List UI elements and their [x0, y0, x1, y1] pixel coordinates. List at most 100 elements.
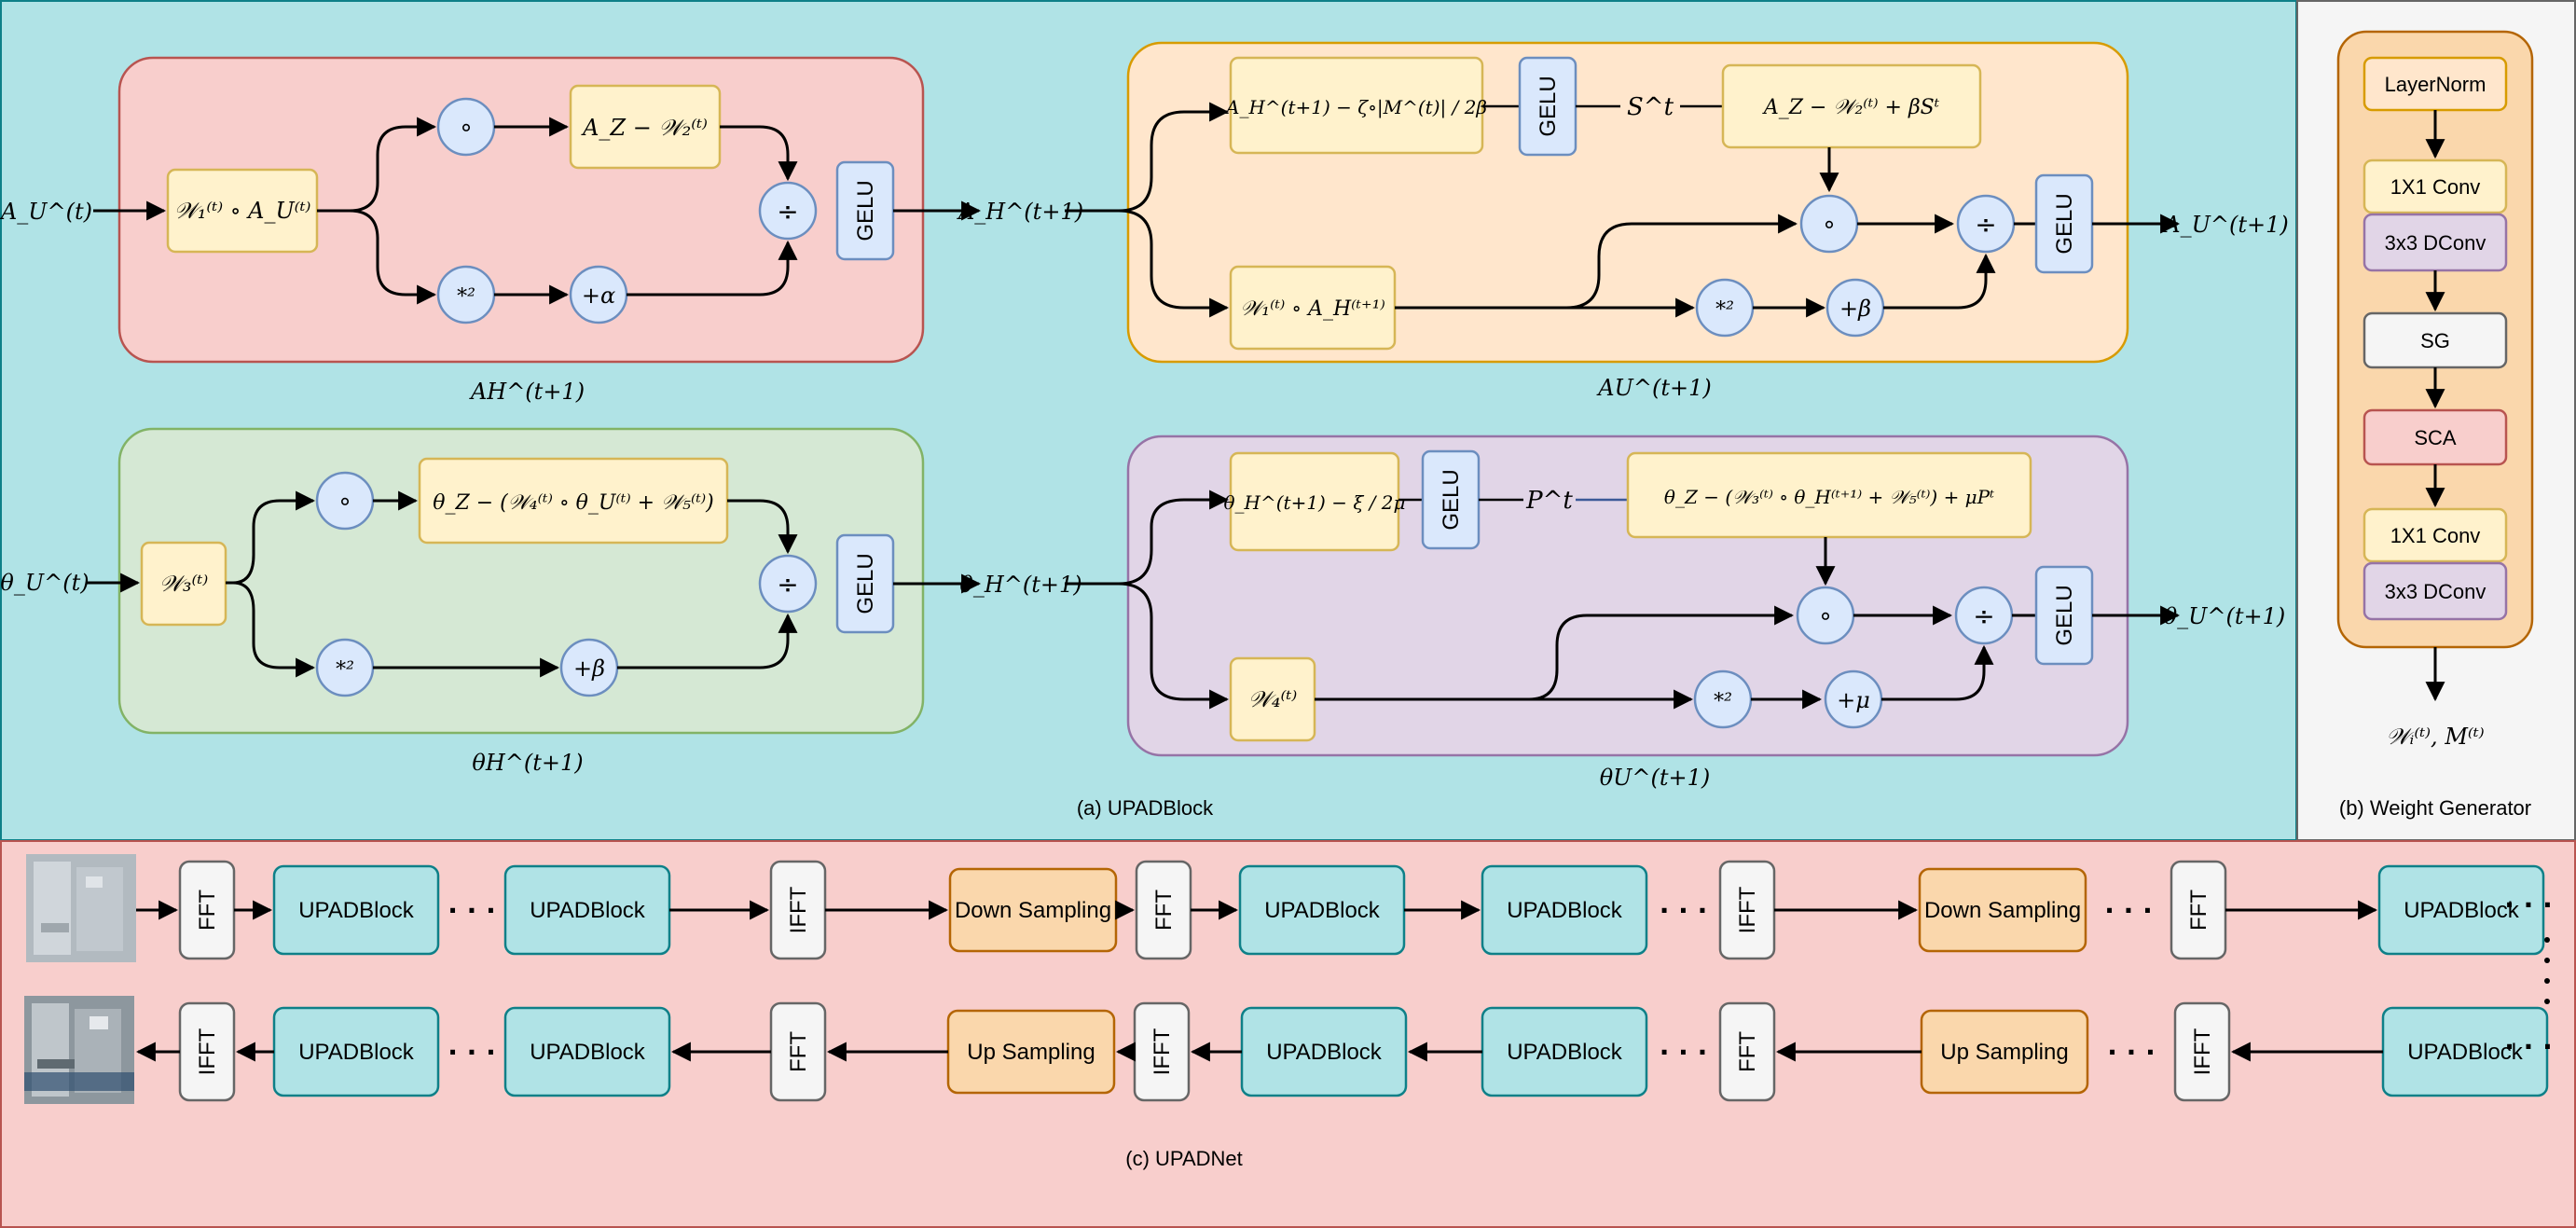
tu-hadamard-symbol: ∘	[1818, 602, 1833, 630]
tu-plus-to-divide	[1881, 644, 1994, 701]
bottom-upadblock-label-2: UPADBlock	[298, 1040, 415, 1065]
bottom-upadblock-label-7: UPADBlock	[1266, 1040, 1383, 1065]
au-group: A_H^(t+1) − ζ∘|M^(t)| / 2β GELU S^t A_Z …	[1065, 41, 2289, 401]
bottom-ifft-label-1: IFFT	[195, 1028, 220, 1075]
ah-input-label: A_U^(t)	[0, 199, 92, 225]
tu-formula-right-text: θ_Z − (𝒲₃⁽ᵗ⁾ ∘ θ_H⁽ᵗ⁺¹⁾ + 𝒲₅⁽ᵗ⁾) + μPᵗ	[1664, 486, 1994, 508]
au-formula-top-text: A_H^(t+1) − ζ∘|M^(t)| / 2β	[1224, 96, 1487, 119]
tu-output-label: θ_U^(t+1)	[2164, 603, 2286, 629]
bottom-ellipsis-2: · · ·	[448, 1037, 495, 1068]
th-split-up	[226, 490, 316, 585]
wg-output-label: 𝒲ᵢ⁽ᵗ⁾, M⁽ᵗ⁾	[2386, 724, 2484, 750]
th-output-label: θ_H^(t+1)	[959, 572, 1081, 598]
th-plus-symbol: +β	[573, 655, 605, 682]
th-divide-symbol: ÷	[777, 569, 798, 600]
au-plus-symbol: +β	[1839, 296, 1871, 322]
top-ellipsis-10: · · ·	[2104, 895, 2152, 926]
bottom-up-sampling-label-5: Up Sampling	[967, 1040, 1095, 1065]
bottom-fft-box-9	[1718, 1001, 1776, 1102]
ah-split-down	[349, 209, 437, 305]
wg-dconv2-label: 3x3 DConv	[2385, 580, 2486, 603]
ah-group-label: AH^(t+1)	[469, 379, 585, 405]
vertical-ellipsis	[2544, 937, 2550, 1004]
bottom-ellipsis-10: · · ·	[2107, 1037, 2155, 1068]
ah-divide-symbol: ÷	[777, 196, 798, 227]
wg-conv1-label: 1X1 Conv	[2390, 175, 2481, 199]
bottom-fft-label-4: FFT	[786, 1031, 811, 1072]
th-formula-text: θ_Z − (𝒲₄⁽ᵗ⁾ ∘ θ_U⁽ᵗ⁾ + 𝒲₅⁽ᵗ⁾)	[433, 491, 714, 515]
bottom-upadblock-box-3	[503, 1006, 671, 1097]
bottom-ellipsis-8: · · ·	[1660, 1037, 1707, 1068]
au-s-label: S^t	[1627, 93, 1674, 121]
tu-square-symbol: *²	[1714, 690, 1732, 713]
ah-plus-symbol: +α	[582, 283, 615, 309]
th-split-down	[232, 581, 316, 678]
au-split-up	[1118, 102, 1230, 213]
panel-c-caption: (c) UPADNet	[1125, 1147, 1243, 1170]
panel-a-caption: (a) UPADBlock	[1077, 796, 1214, 820]
top-fft-label-11: FFT	[2186, 890, 2211, 931]
top-upadblock-box-8	[1481, 864, 1648, 956]
top-fft-label-6: FFT	[1151, 890, 1177, 931]
tu-split-down	[1118, 582, 1230, 710]
top-ellipsis-2: · · ·	[448, 895, 495, 926]
wg-sg-label: SG	[2420, 329, 2450, 352]
bottom-upadblock-label-8: UPADBlock	[1507, 1040, 1623, 1065]
th-formula-to-divide	[727, 499, 798, 555]
bottom-upadblock-label-12: UPADBlock	[2407, 1040, 2524, 1065]
bottom-ifft-box-11	[2173, 1001, 2231, 1102]
ah-plus-to-divide	[627, 240, 798, 297]
top-ifft-label-9: IFFT	[1735, 886, 1760, 933]
au-gelu-top-label: GELU	[1536, 76, 1561, 136]
top-upadblock-label-7: UPADBlock	[1264, 898, 1381, 923]
au-formula-right-text: A_Z − 𝒲₂⁽ᵗ⁾ + βSᵗ	[1762, 96, 1940, 119]
tu-divide-symbol: ÷	[1973, 600, 1994, 631]
tu-group-label: θU^(t+1)	[1600, 765, 1711, 791]
au-weighted-to-hadamard	[1395, 214, 1798, 310]
au-hadamard-symbol: ∘	[1822, 211, 1837, 239]
top-upadblock-label-12: UPADBlock	[2404, 898, 2520, 923]
th-group-label: θH^(t+1)	[472, 750, 583, 776]
output-image-thumbnail	[24, 996, 134, 1104]
tu-formula-top-box	[1229, 451, 1400, 552]
au-formula-right-box	[1721, 63, 1982, 149]
au-divide-symbol: ÷	[1975, 209, 1996, 240]
au-output-label: A_U^(t+1)	[2162, 212, 2288, 238]
input-image-thumbnail	[26, 854, 136, 962]
bottom-row-pipeline: IFFT UPADBlock UPADBlock FFT Up Sampling IFFT…	[135, 1001, 2549, 1102]
th-divide-node	[758, 554, 818, 614]
au-group-label: AU^(t+1)	[1596, 375, 1711, 401]
wg-layernorm-label: LayerNorm	[2385, 73, 2486, 96]
th-weighted-text: 𝒲₃⁽ᵗ⁾	[159, 571, 209, 597]
wg-conv2-box	[2362, 507, 2508, 563]
bottom-fft-label-9: FFT	[1735, 1031, 1760, 1072]
wg-conv1-box	[2362, 159, 2508, 214]
top-fft-label-1: FFT	[195, 890, 220, 931]
top-down-sampling-label-10: Down Sampling	[1924, 898, 2081, 923]
top-upadblock-label-8: UPADBlock	[1507, 898, 1623, 923]
bottom-upadblock-label-3: UPADBlock	[530, 1040, 646, 1065]
top-upadblock-label-2: UPADBlock	[298, 898, 415, 923]
bottom-ifft-label-6: IFFT	[1150, 1028, 1175, 1075]
tu-formula-top-text: θ_H^(t+1) − ξ / 2μ	[1223, 491, 1405, 514]
th-gelu-label: GELU	[853, 553, 878, 614]
tu-gelu-top-label: GELU	[1439, 469, 1464, 530]
au-square-symbol: *²	[1715, 298, 1734, 322]
th-hadamard-symbol: ∘	[337, 488, 352, 516]
top-ellipsis-8: · · ·	[1660, 895, 1707, 926]
wg-dconv1-label: 3x3 DConv	[2385, 231, 2486, 255]
weight-generator: LayerNorm 1X1 Conv 3x3 DConv SG SCA 1X1 …	[2336, 30, 2534, 750]
ah-gelu-label: GELU	[853, 180, 878, 241]
top-upadblock-box-12	[2377, 864, 2545, 956]
top-down-sampling-box-10	[1918, 867, 2087, 953]
ah-output-label: A_H^(t+1)	[957, 199, 1083, 225]
wg-dconv2-box	[2362, 561, 2508, 621]
top-row-pipeline: FFT UPADBlock UPADBlock IFFT Down Sampling FF…	[136, 860, 2545, 960]
top-down-sampling-label-5: Down Sampling	[955, 898, 1111, 923]
th-group: θ_U^(t) 𝒲₃⁽ᵗ⁾ ∘ *² θ_Z − (𝒲₄⁽ᵗ⁾ ∘ θ_U⁽ᵗ⁾…	[0, 427, 1082, 776]
top-ifft-label-4: IFFT	[786, 886, 811, 933]
ah-formula-to-divide	[720, 125, 798, 182]
row-end-ellipsis-bottom: · · ·	[2504, 1031, 2552, 1062]
th-plus-to-divide	[617, 613, 798, 669]
